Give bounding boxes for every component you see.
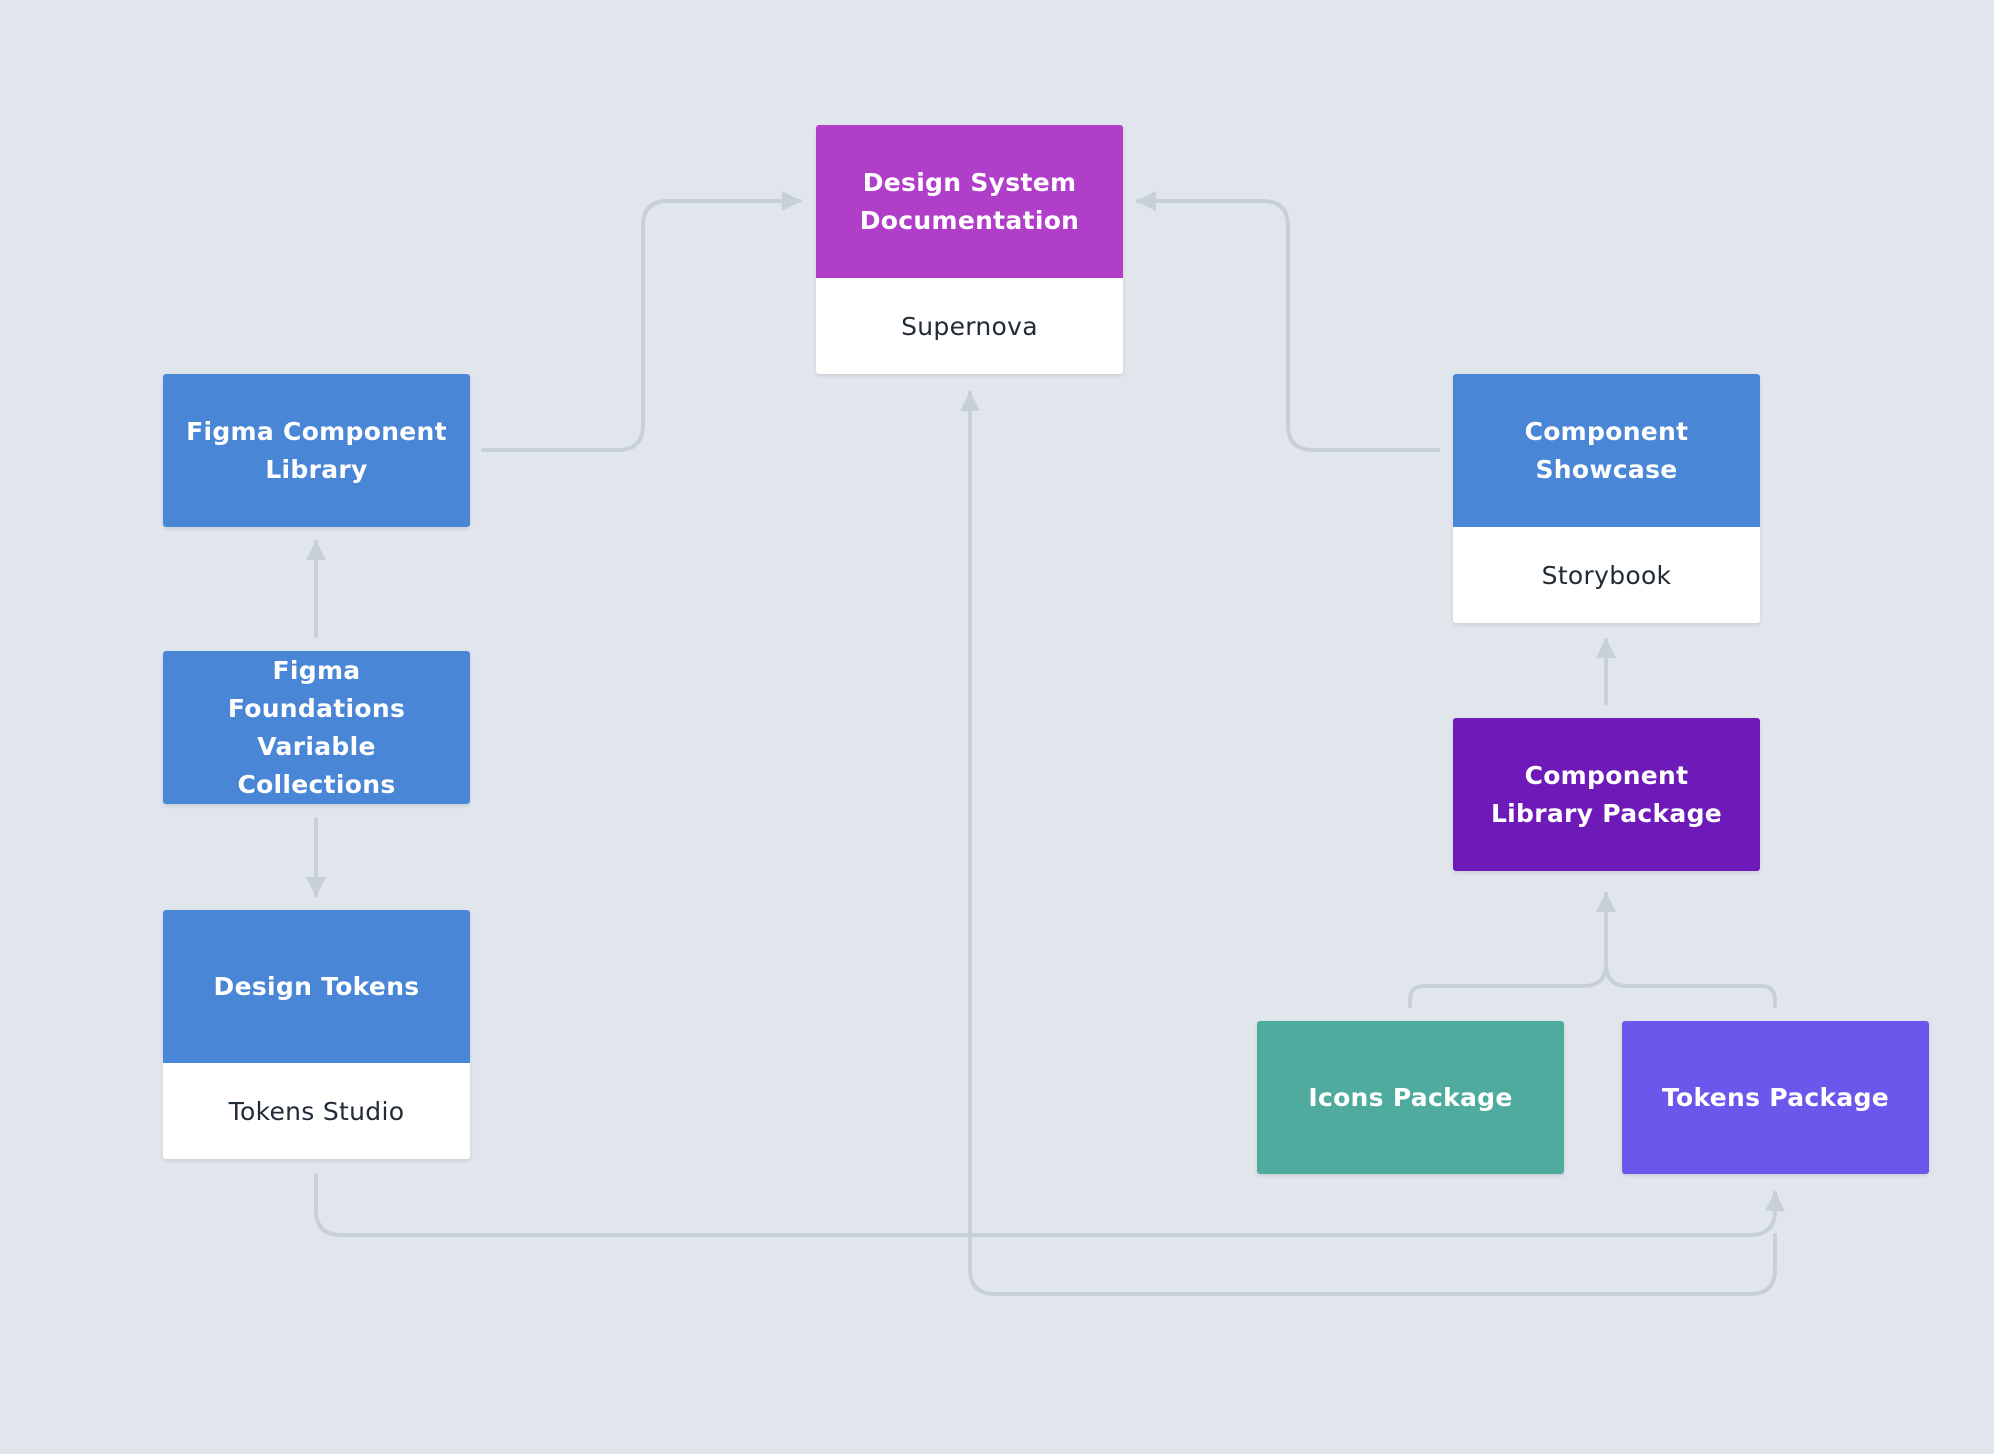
node-title: Component Showcase — [1453, 374, 1760, 527]
edge-showcase-to-docs — [1136, 191, 1440, 452]
node-title: Design System Documentation — [816, 125, 1123, 278]
node-figma-foundations[interactable]: Figma Foundations Variable Collections — [163, 651, 470, 804]
node-title: Figma Foundations Variable Collections — [163, 651, 470, 804]
node-design-tokens[interactable]: Design Tokens Tokens Studio — [163, 910, 470, 1159]
node-subtitle: Storybook — [1453, 527, 1760, 623]
node-title: Component Library Package — [1453, 718, 1760, 871]
edge-figma-library-to-docs — [481, 191, 802, 452]
edge-tokens-package-to-docs — [960, 391, 1777, 1296]
edge-icons-package-to-component-package — [1408, 892, 1616, 1008]
node-title: Icons Package — [1257, 1021, 1564, 1174]
edge-design-tokens-to-tokens-package — [314, 1173, 1785, 1237]
node-design-system-documentation[interactable]: Design System Documentation Supernova — [816, 125, 1123, 374]
node-tokens-package[interactable]: Tokens Package — [1622, 1021, 1929, 1174]
node-subtitle: Tokens Studio — [163, 1063, 470, 1159]
node-subtitle: Supernova — [816, 278, 1123, 374]
node-title: Tokens Package — [1622, 1021, 1929, 1174]
node-title: Design Tokens — [163, 910, 470, 1063]
node-figma-component-library[interactable]: Figma Component Library — [163, 374, 470, 527]
node-component-library-package[interactable]: Component Library Package — [1453, 718, 1760, 871]
node-title: Figma Component Library — [163, 374, 470, 527]
edge-tokens-package-to-component-package — [1604, 962, 1777, 1008]
node-icons-package[interactable]: Icons Package — [1257, 1021, 1564, 1174]
node-component-showcase[interactable]: Component Showcase Storybook — [1453, 374, 1760, 623]
